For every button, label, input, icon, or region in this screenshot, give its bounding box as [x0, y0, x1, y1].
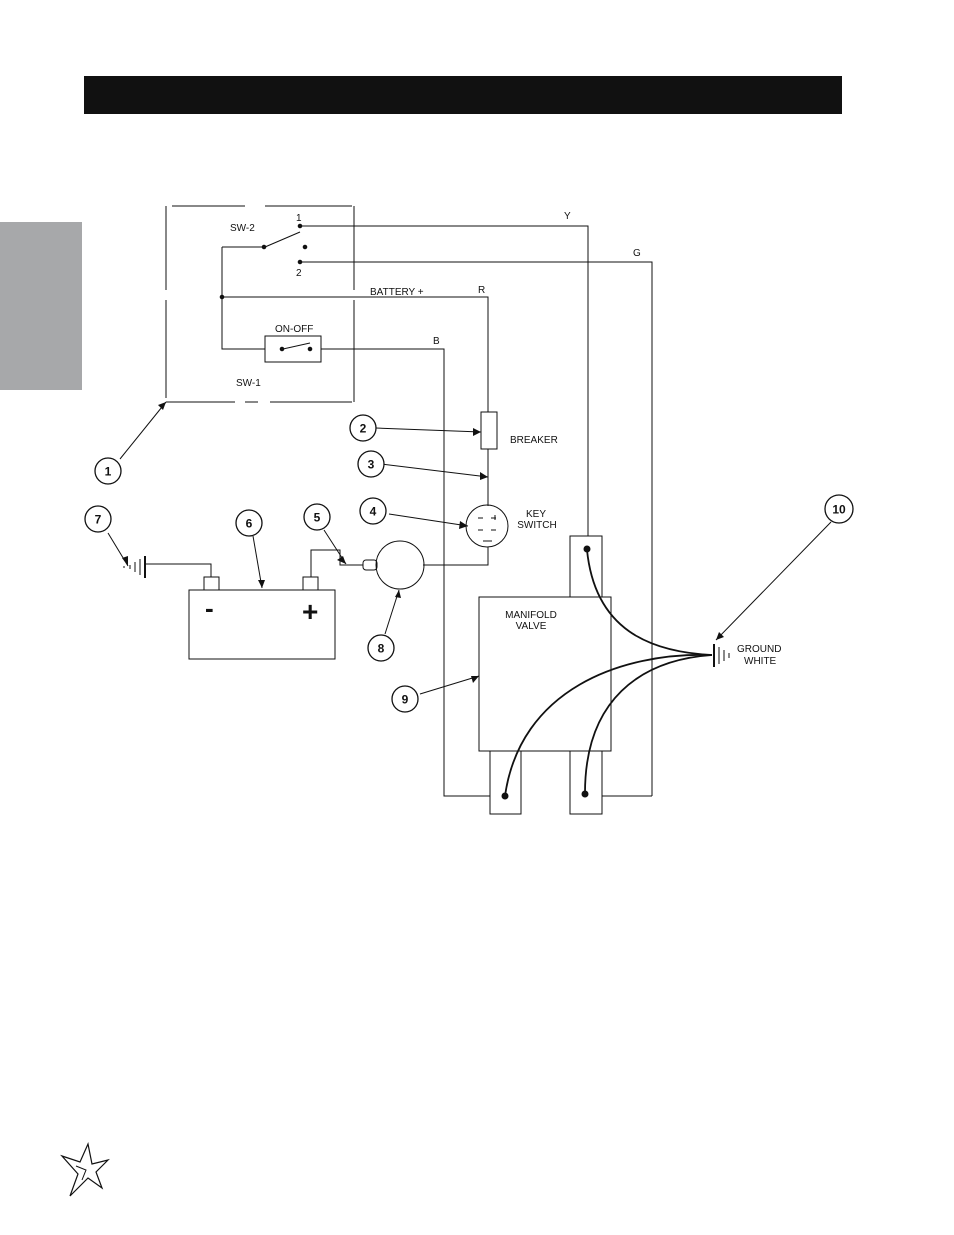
callout-5: [303, 503, 331, 531]
breaker-label: BREAKER: [510, 435, 558, 446]
manifold-valve: [478, 596, 612, 752]
callout-9-number: 9: [402, 693, 409, 707]
sw2-pos1-label: 1: [296, 213, 302, 224]
sw2-label: SW-2: [230, 223, 255, 234]
key-switch-label-1: KEY: [526, 509, 546, 520]
manifold-label-1: MANIFOLD: [505, 610, 557, 621]
switch-panel-outline: [165, 205, 355, 403]
header-bar: [84, 76, 842, 114]
solenoid: [375, 540, 425, 590]
starburst-logo-icon: [60, 1142, 110, 1197]
manifold-label-2: VALVE: [516, 621, 547, 632]
ground-label-2: WHITE: [744, 656, 777, 667]
callout-5-number: 5: [314, 511, 321, 525]
callout-2-number: 2: [360, 422, 367, 436]
callout-4-number: 4: [370, 505, 377, 519]
wire-y-label: Y: [564, 211, 571, 222]
onoff-label: ON-OFF: [275, 324, 313, 335]
callout-1: [94, 457, 122, 485]
callout-6-number: 6: [246, 517, 253, 531]
battery: [188, 589, 336, 660]
callout-4: [359, 497, 387, 525]
wire-r-label: R: [478, 285, 485, 296]
callout-8-number: 8: [378, 642, 385, 656]
side-tab: [0, 222, 82, 390]
battery-neg-symbol: -: [205, 593, 214, 623]
sw2-pos2-label: 2: [296, 268, 302, 279]
callout-1-number: 1: [105, 465, 112, 479]
callout-10-number: 10: [832, 503, 846, 517]
callout-3: [357, 450, 385, 478]
battery-pos-symbol: +: [302, 596, 318, 627]
callout-7: [84, 505, 112, 533]
sw2-switch: [222, 225, 653, 796]
callout-8: [367, 634, 395, 662]
callout-7-number: 7: [95, 513, 102, 527]
ground-label-1: GROUND: [737, 644, 781, 655]
wire-g-label: G: [633, 248, 641, 259]
sw1-label: SW-1: [236, 378, 261, 389]
key-switch-label-2: SWITCH: [517, 520, 556, 531]
callout-9: [391, 685, 419, 713]
breaker: [480, 411, 498, 450]
callout-6: [235, 509, 263, 537]
callout-2: [349, 414, 377, 442]
callout-3-number: 3: [368, 458, 375, 472]
onoff-switch: [264, 335, 322, 363]
battery-plus-label: BATTERY +: [370, 287, 424, 298]
callout-10: [824, 494, 854, 524]
wire-b-label: B: [433, 336, 440, 347]
